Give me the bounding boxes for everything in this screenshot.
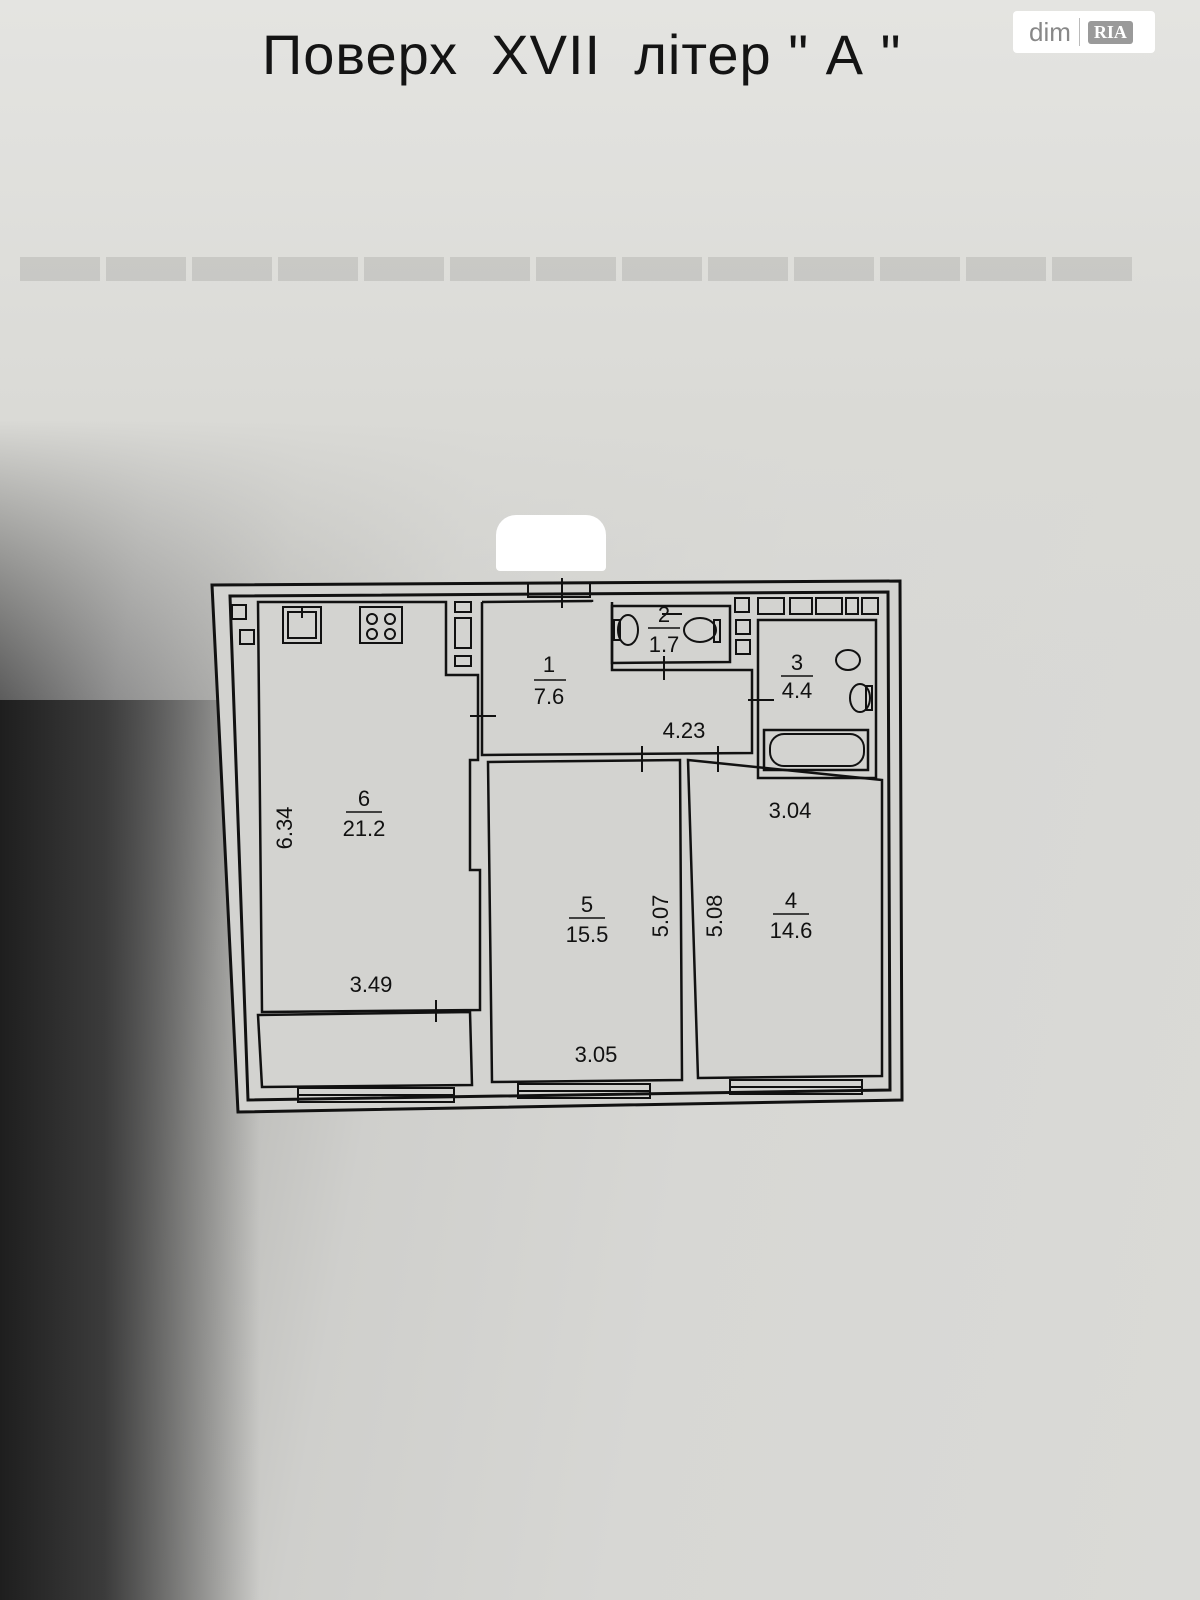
redaction-patch (496, 515, 606, 571)
dim-kitchen-width: 3.49 (350, 972, 393, 997)
toilet-icon (613, 614, 639, 646)
sink-icon (282, 606, 322, 644)
logo-dim-text: dim (1029, 16, 1071, 47)
page-title: Поверх XVII літер " А " (262, 23, 902, 86)
outer-walls (210, 579, 904, 1114)
windows (297, 582, 863, 1103)
washbasin-icon (683, 617, 721, 643)
room-5-number: 5 (581, 892, 593, 917)
dim-room5-height: 5.07 (648, 895, 673, 938)
photo-shadow (0, 700, 260, 1600)
bath-toilet-icon (769, 649, 873, 767)
dim-room5-width: 3.05 (575, 1042, 618, 1067)
room-5-area: 15.5 (566, 922, 609, 947)
dim-kitchen-height: 6.34 (272, 807, 297, 850)
logo-ria-badge: RIA (1087, 20, 1133, 44)
room-1-number: 1 (543, 652, 555, 677)
room-6-area: 21.2 (343, 816, 386, 841)
room-4-area: 14.6 (770, 918, 813, 943)
ventilation-shafts (231, 597, 879, 667)
room-1-area: 7.6 (534, 684, 565, 709)
room-2-area: 1.7 (649, 632, 680, 657)
dim-corridor-length: 4.23 (663, 718, 706, 743)
door-marks (435, 578, 774, 1022)
room-3-number: 3 (791, 650, 803, 675)
room-4-number: 4 (785, 888, 797, 913)
bleed-through-text: ▬▬▬▬▬▬▬▬▬▬▬▬▬ (20, 211, 1138, 299)
room-6-number: 6 (358, 786, 370, 811)
interior-walls (256, 599, 884, 1089)
dim-room4-width: 3.04 (769, 798, 812, 823)
room-2-number: 2 (658, 602, 670, 627)
stove-icon (359, 606, 403, 644)
room-3-area: 4.4 (782, 678, 813, 703)
dim-room4-height: 5.08 (702, 895, 727, 938)
logo-separator (1078, 18, 1080, 46)
dimria-logo[interactable]: dim RIA (1013, 11, 1155, 53)
